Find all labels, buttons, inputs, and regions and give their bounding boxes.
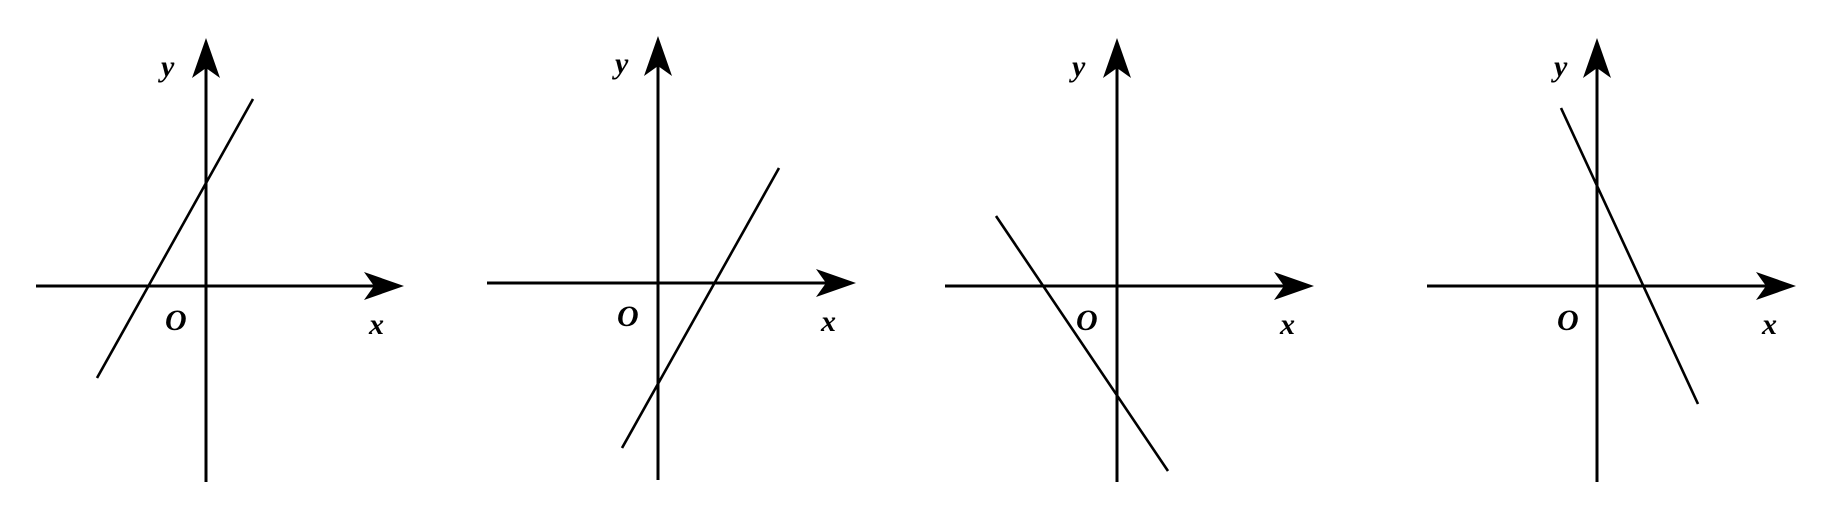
- origin-label: O: [617, 300, 639, 333]
- line-graph: [620, 167, 781, 449]
- y-axis-arrowhead: [644, 36, 672, 76]
- graph-4: y O x: [1427, 38, 1796, 482]
- y-axis-label: y: [612, 47, 629, 80]
- x-axis-label: x: [1279, 308, 1295, 341]
- y-axis-arrowhead: [192, 38, 220, 78]
- x-axis-arrowhead: [364, 272, 404, 300]
- x-axis-arrowhead: [1274, 272, 1314, 300]
- x-axis-arrowhead: [816, 269, 856, 297]
- x-axis-label: x: [1761, 308, 1777, 341]
- y-axis-label: y: [1069, 50, 1086, 83]
- y-axis-arrowhead: [1103, 38, 1131, 78]
- origin-label: O: [1557, 304, 1579, 337]
- graph-3: y O x: [945, 38, 1314, 482]
- graph-1: y O x: [36, 38, 404, 482]
- origin-label: O: [1076, 304, 1098, 337]
- line-graph: [994, 215, 1170, 472]
- x-axis-label: x: [368, 308, 384, 341]
- y-axis-label: y: [1551, 50, 1568, 83]
- line-graph: [1559, 107, 1700, 405]
- y-axis-arrowhead: [1583, 38, 1611, 78]
- x-axis-arrowhead: [1756, 272, 1796, 300]
- y-axis-label: y: [158, 50, 175, 83]
- origin-label: O: [165, 304, 187, 337]
- line-graph: [95, 98, 255, 379]
- x-axis-label: x: [820, 305, 836, 338]
- graph-2: y O x: [487, 36, 856, 480]
